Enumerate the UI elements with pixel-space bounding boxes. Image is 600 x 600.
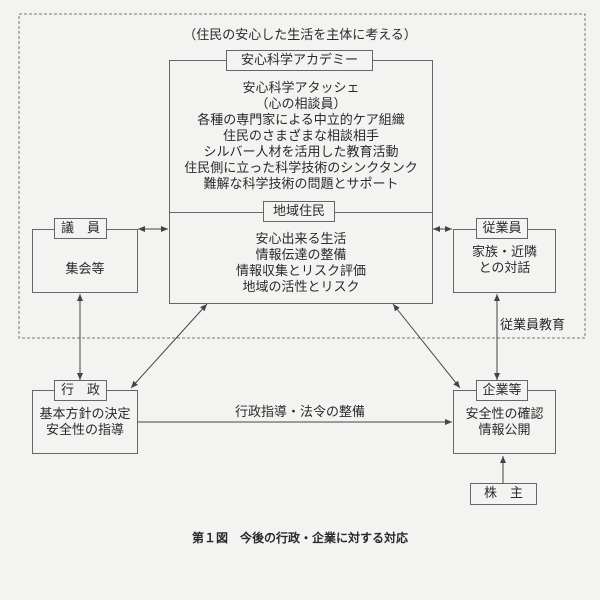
- employee-label: 従業員: [476, 218, 528, 239]
- government-line: 安全性の指導: [45, 423, 124, 438]
- employee-content: 家族・近隣 との対話: [453, 245, 556, 277]
- academy-line: シルバー人材を活用した教育活動: [203, 145, 399, 160]
- academy-line: 各種の専門家による中立的ケア組織: [197, 113, 405, 128]
- academy-label: 安心科学アカデミー: [226, 50, 373, 71]
- company-line: 情報公開: [478, 423, 531, 438]
- government-line: 基本方針の決定: [39, 407, 131, 422]
- scope-header: （住民の安心した生活を主体に考える）: [183, 28, 417, 43]
- academy-line: 安心科学アタッシェ: [242, 81, 360, 96]
- councillor-text: 集会等: [65, 262, 105, 277]
- employee-line: 家族・近隣: [471, 245, 537, 260]
- councillor-label: 議 員: [54, 218, 107, 239]
- employee-education-label: 従業員教育: [500, 318, 566, 333]
- gov-to-company-label: 行政指導・法令の整備: [234, 405, 365, 420]
- academy-line: 住民側に立った科学技術のシンクタンク: [184, 161, 418, 176]
- company-content: 安全性の確認 情報公開: [453, 407, 556, 439]
- councillor-box: [32, 229, 138, 293]
- company-label: 企業等: [476, 380, 528, 401]
- academy-line: （心の相談員）: [255, 97, 347, 112]
- academy-line: 難解な科学技術の問題とサポート: [203, 177, 399, 192]
- academy-content: 安心科学アタッシェ （心の相談員） 各種の専門家による中立的ケア組織 住民のさま…: [169, 81, 433, 193]
- residents-line: 情報収集とリスク評価: [235, 264, 366, 279]
- arrow-residents-company: [392, 303, 461, 389]
- government-label: 行 政: [54, 380, 107, 401]
- employee-line: との対話: [478, 261, 531, 276]
- academy-line: 住民のさまざまな相談相手: [222, 129, 379, 144]
- government-content: 基本方針の決定 安全性の指導: [32, 407, 138, 439]
- residents-content: 安心出来る生活 情報伝達の整備 情報収集とリスク評価 地域の活性とリスク: [169, 232, 433, 296]
- residents-line: 地域の活性とリスク: [242, 280, 360, 295]
- resident-scope-dashed-frame: [18, 13, 586, 339]
- residents-label: 地域住民: [263, 201, 335, 222]
- arrow-residents-government: [130, 303, 208, 389]
- shareholder-box: 株 主: [470, 483, 537, 505]
- residents-line: 安心出来る生活: [255, 232, 347, 247]
- residents-line: 情報伝達の整備: [255, 248, 347, 263]
- figure-caption: 第１図 今後の行政・企業に対する対応: [191, 531, 408, 545]
- company-line: 安全性の確認: [465, 407, 544, 422]
